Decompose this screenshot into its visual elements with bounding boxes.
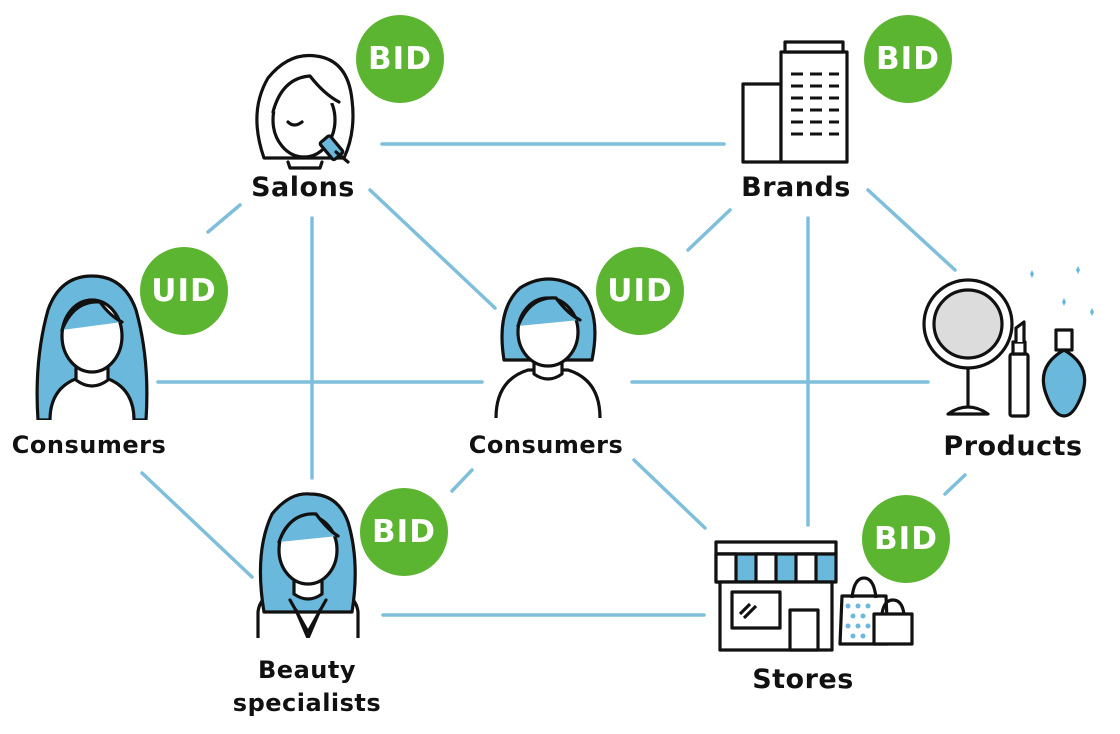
consumers-center-uid-badge: UID [596, 247, 684, 335]
store-icon [714, 540, 914, 652]
beauty-specialists-bid-badge: BID [360, 488, 448, 576]
salon-client-icon [255, 53, 355, 170]
beauty-specialists-label-line2: specialists [232, 689, 382, 717]
stores-bid-badge: BID [862, 495, 950, 583]
stores-label: Stores [752, 664, 854, 695]
brands-bid-badge: BID [864, 15, 952, 103]
salons-bid-badge: BID [356, 15, 444, 103]
salons-label: Salons [251, 172, 355, 203]
building-icon [741, 40, 849, 164]
consumer-center-icon [494, 277, 602, 418]
consumers-center-label: Consumers [468, 431, 624, 459]
consumers-left-uid-badge: UID [140, 247, 228, 335]
beauty-specialist-icon [256, 492, 360, 638]
brands-label: Brands [741, 172, 851, 203]
beauty-specialists-label-line1: Beauty [258, 656, 356, 684]
edge-consumers-center-beauty [450, 468, 474, 493]
edge-brands-consumers-center [686, 208, 732, 252]
consumer-left-icon [35, 274, 149, 420]
edge-salons-consumers-center [368, 188, 497, 310]
edge-salons-consumers-left [206, 203, 242, 234]
consumers-left-label: Consumers [11, 431, 167, 459]
products-label: Products [943, 431, 1083, 462]
cosmetics-icon [922, 266, 1094, 418]
edge-products-stores [943, 473, 967, 496]
edge-consumers-left-beauty [140, 471, 254, 579]
edge-consumers-center-stores [632, 458, 707, 530]
edge-brands-products [866, 188, 957, 272]
